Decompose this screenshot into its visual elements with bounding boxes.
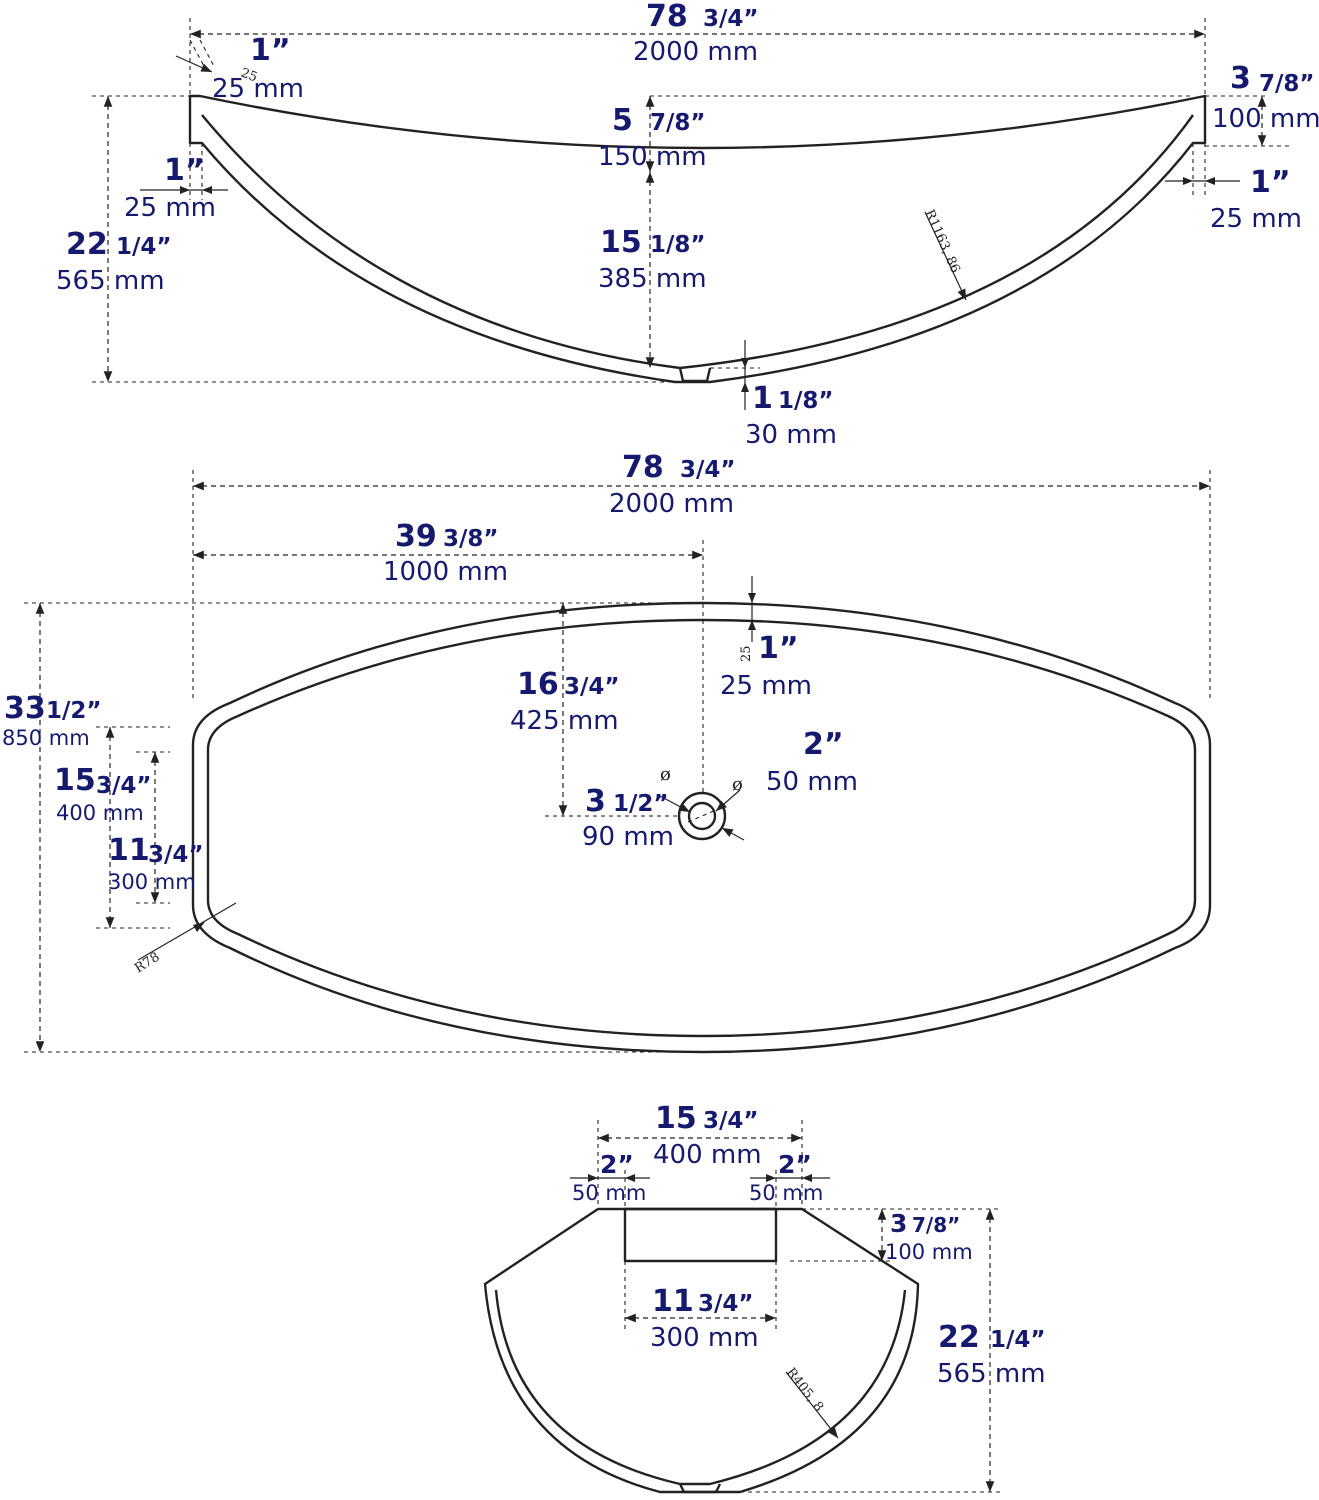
drain-small-metric: 50 mm [766,767,858,797]
top-height-frac: 1/4” [116,234,172,260]
plan-length-metric: 2000 mm [609,489,734,519]
plan-to-drain-whole: 16 [517,667,559,702]
top-right-height-frac: 7/8” [1259,71,1315,97]
side-inner-outline [494,1289,907,1486]
plan-width-frac: 1/2” [46,698,102,724]
top-right-wall-whole: 1” [1250,165,1291,200]
drain-large-frac: 1/2” [613,791,669,817]
side-inner-whole: 11 [652,1284,694,1319]
front-drain-notch [678,367,712,383]
plan-to-drain-metric: 425 mm [510,706,619,736]
plan-width-whole: 33 [4,691,46,726]
plan-rim-metric: 25 mm [720,671,812,701]
drain-small-symbol: ø [732,774,743,795]
drain-large-symbol: ø [660,764,671,785]
drain-large-metric: 90 mm [582,822,674,852]
plan-inner-outline [206,618,1197,1038]
top-center-depth-metric: 150 mm [598,142,707,172]
top-inner-depth-whole: 15 [600,225,642,260]
plan-view: 78 3/4” 2000 mm 39 3/8” 1000 mm 25 1” 25… [2,450,1212,1054]
top-lip-metric: 25 mm [212,74,304,104]
side-height-whole: 22 [938,1320,980,1355]
side-height-frac: 1/4” [990,1327,1046,1353]
side-recess [623,1207,778,1263]
plan-end-inner-metric: 300 mm [108,870,196,894]
drain-small-whole: 2” [803,727,844,762]
plan-to-drain-frac: 3/4” [564,674,620,700]
plan-length-frac: 3/4” [680,457,736,483]
top-wall-whole: 1” [164,153,205,188]
top-center-depth-frac: 7/8” [650,110,706,136]
side-right-lip-metric: 50 mm [749,1181,823,1205]
plan-end-outer-metric: 400 mm [56,801,144,825]
side-top-metric: 400 mm [653,1140,762,1170]
side-top-whole: 15 [655,1101,697,1136]
side-inner-frac: 3/4” [698,1291,754,1317]
plan-half-metric: 1000 mm [383,557,508,587]
top-length-frac: 3/4” [703,6,759,32]
top-radius-label: R1163, 86 [921,208,962,276]
top-height-metric: 565 mm [56,266,165,296]
top-right-height-whole: 3 [1230,61,1251,96]
side-height-metric: 565 mm [937,1359,1046,1389]
side-left-lip-whole: 2” [600,1150,634,1179]
front-elevation-view: 78 3/4” 2000 mm 25 1” 25 mm 3 7/8” 100 m… [56,0,1319,450]
front-outer-outline [188,94,1207,384]
top-height-whole: 22 [66,227,108,262]
top-inner-depth-frac: 1/8” [650,232,706,258]
drain-inner [687,801,717,831]
plan-outer-outline [191,601,1212,1054]
side-drain-notch [678,1483,722,1494]
plan-length-whole: 78 [622,450,664,485]
side-elevation-view: 15 3/4” 400 mm 2” 50 mm 2” 50 mm 3 7/8” … [483,1101,1046,1494]
plan-corner-label: R78 [132,950,162,977]
plan-half-frac: 3/8” [443,526,499,552]
top-right-wall-metric: 25 mm [1210,204,1302,234]
side-inner-metric: 300 mm [650,1323,759,1353]
side-left-lip-metric: 50 mm [572,1181,646,1205]
side-radius-label: R405, 8 [783,1365,826,1415]
top-length-whole: 78 [646,0,688,34]
top-right-height-metric: 100 mm [1212,104,1319,134]
plan-end-inner-whole: 11 [108,833,150,868]
top-lip-whole: 1” [250,33,291,68]
side-top-frac: 3/4” [703,1108,759,1134]
plan-width-metric: 850 mm [2,726,90,750]
drain-large-whole: 3 [585,784,606,819]
top-lip-small: 25 [239,66,260,86]
side-step-metric: 100 mm [885,1240,973,1264]
side-step-frac: 7/8” [912,1213,960,1237]
plan-end-inner-frac: 3/4” [148,842,204,868]
top-wall-metric: 25 mm [124,193,216,223]
side-step-whole: 3 [890,1209,907,1238]
top-length-metric: 2000 mm [633,37,758,67]
plan-rim-small: 25 [739,645,754,662]
top-center-depth-whole: 5 [612,103,633,138]
top-bottom-frac: 1/8” [778,388,834,414]
plan-end-outer-frac: 3/4” [96,773,152,799]
top-bottom-metric: 30 mm [745,420,837,450]
top-bottom-whole: 1 [752,381,773,416]
plan-end-outer-whole: 15 [54,763,96,798]
plan-rim-whole: 1” [758,631,799,666]
side-right-lip-whole: 2” [778,1150,812,1179]
top-inner-depth-metric: 385 mm [598,264,707,294]
drain-outer [677,791,727,841]
plan-half-whole: 39 [395,519,437,554]
